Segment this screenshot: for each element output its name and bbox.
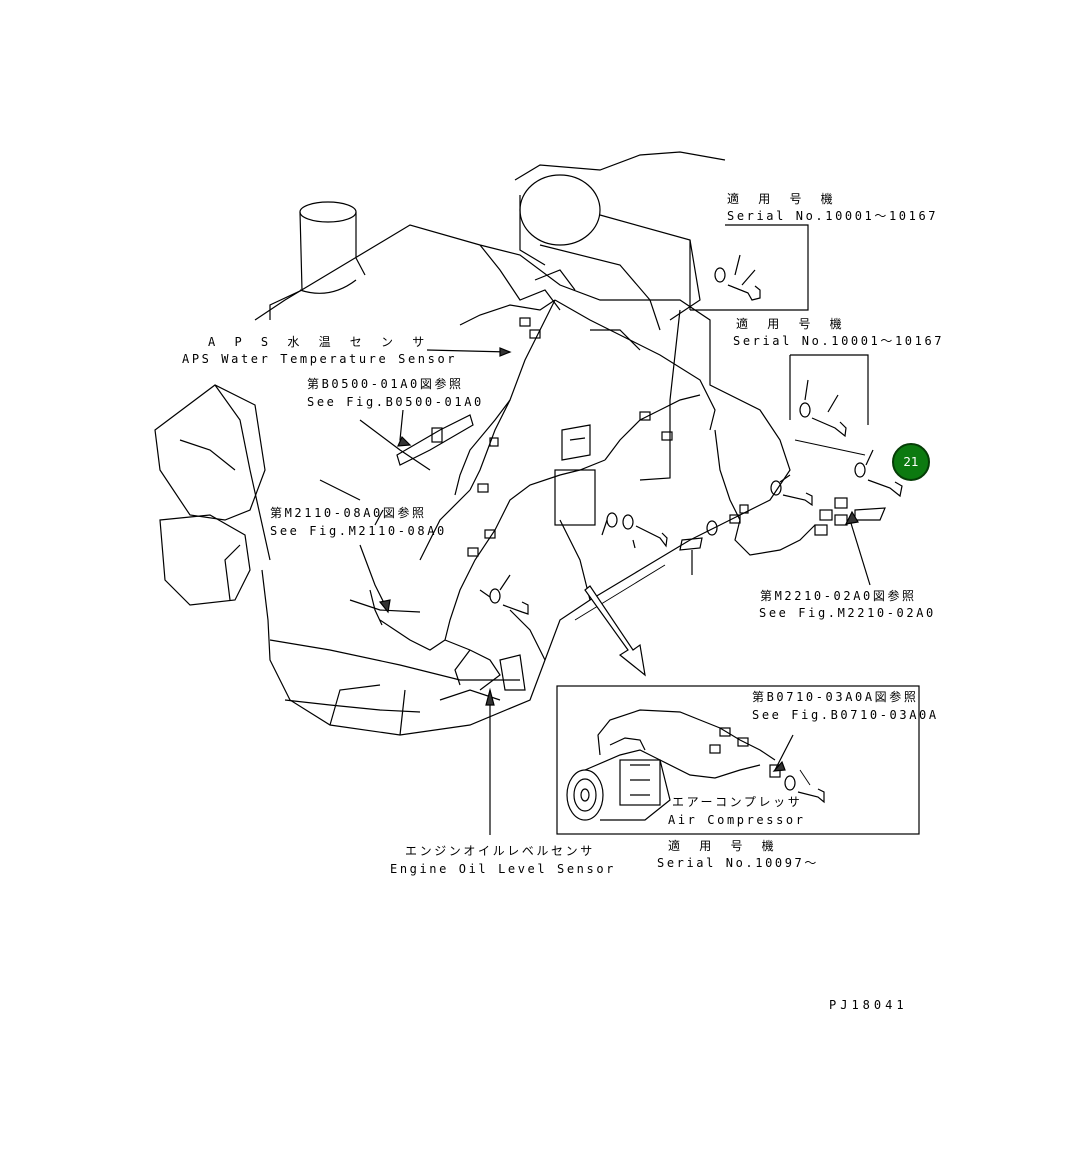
drawing-number: PJ18041 bbox=[829, 998, 908, 1012]
fig-b0710-label-en: See Fig.B0710-03A0A bbox=[752, 708, 939, 722]
fig-m2210-label-en: See Fig.M2210-02A0 bbox=[759, 606, 936, 620]
engine-block bbox=[254, 224, 791, 736]
air-compressor-inset bbox=[556, 685, 920, 835]
serial-label-2-jp: 適 用 号 機 bbox=[736, 317, 848, 331]
fig-m2110-label-en: See Fig.M2110-08A0 bbox=[270, 524, 447, 538]
aps-sensor-label-en: APS Water Temperature Sensor bbox=[182, 352, 458, 366]
fig-b0500-label-jp: 第B0500-01A0図参照 bbox=[307, 377, 464, 391]
aps-sensor-label-jp: A P S 水 温 セ ン サ bbox=[208, 335, 431, 349]
turbocharger bbox=[479, 151, 726, 351]
fig-b0500-label-en: See Fig.B0500-01A0 bbox=[307, 395, 484, 409]
wiring-harness bbox=[379, 299, 848, 691]
part-callout-badge[interactable]: 21 bbox=[892, 443, 930, 481]
oil-sensor-label-jp: エンジンオイルレベルセンサ bbox=[405, 844, 595, 858]
serial-label-3-jp: 適 用 号 機 bbox=[668, 839, 780, 853]
fig-m2110-label-jp: 第M2110-08A0図参照 bbox=[270, 506, 427, 520]
leader-lines bbox=[359, 347, 871, 835]
serial-bracket-1 bbox=[689, 224, 809, 311]
fig-b0710-label-jp: 第B0710-03A0A図参照 bbox=[752, 690, 919, 704]
inset-arrow bbox=[584, 585, 646, 677]
cooling-fan bbox=[154, 384, 271, 606]
fig-m2210-label-jp: 第M2210-02A0図参照 bbox=[760, 589, 917, 603]
air-compressor-label-en: Air Compressor bbox=[668, 813, 806, 827]
bolts-washers bbox=[479, 254, 903, 804]
serial-label-1-jp: 適 用 号 機 bbox=[727, 192, 839, 206]
serial-label-3-en: Serial No.10097～ bbox=[657, 856, 819, 870]
serial-label-2-en: Serial No.10001～10167 bbox=[733, 334, 945, 348]
oil-sensor-label-en: Engine Oil Level Sensor bbox=[390, 862, 616, 876]
brackets bbox=[369, 309, 886, 691]
serial-label-1-en: Serial No.10001～10167 bbox=[727, 209, 939, 223]
air-compressor-label-jp: エアーコンプレッサ bbox=[672, 795, 803, 809]
callout-number: 21 bbox=[903, 455, 919, 469]
serial-bracket-2 bbox=[789, 354, 869, 425]
